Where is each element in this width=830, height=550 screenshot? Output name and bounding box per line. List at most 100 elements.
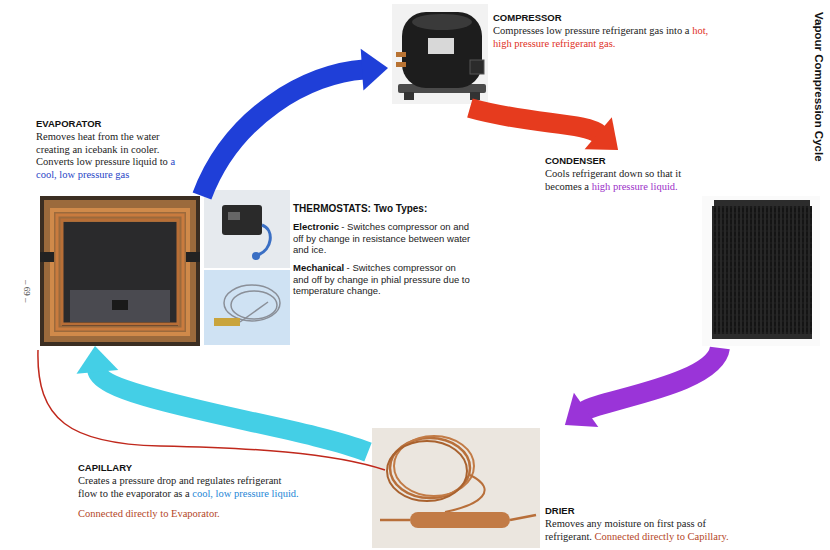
component-heading: DRIER bbox=[545, 505, 575, 516]
arrow-body bbox=[97, 370, 368, 452]
arrow-body bbox=[202, 70, 364, 197]
text-block: Mechanical- Switches compressor on and o… bbox=[293, 262, 473, 297]
arrow-head bbox=[565, 393, 598, 427]
condenser-tubes bbox=[712, 334, 812, 339]
thermostat-case bbox=[222, 205, 262, 235]
evaporator-photo bbox=[40, 196, 200, 346]
component-text: EVAPORATOR Removes heat from the water cr… bbox=[36, 118, 196, 181]
drier-tube bbox=[380, 519, 410, 522]
drier-tube bbox=[510, 515, 536, 520]
text-block: DRIER bbox=[545, 505, 775, 517]
photo-ground bbox=[372, 428, 540, 548]
bracket bbox=[40, 252, 54, 262]
body-highlight bbox=[412, 14, 472, 30]
type-name: Electronic bbox=[293, 221, 339, 232]
capillary-coil bbox=[231, 291, 277, 319]
component-heading: CONDENSER bbox=[545, 155, 606, 166]
page-number: – 69 – bbox=[22, 280, 32, 303]
relay-box bbox=[470, 60, 484, 74]
photo-ground bbox=[40, 196, 200, 346]
name-plate bbox=[428, 38, 454, 54]
photo-ground bbox=[204, 270, 290, 345]
flow-arrow bbox=[470, 108, 618, 150]
highlight-text: Connected directly to Capillary. bbox=[595, 531, 729, 542]
component-group: COMPRESSOR Compresses low pressure refrig… bbox=[388, 2, 808, 108]
pipe-stub bbox=[396, 52, 406, 57]
compressor-body bbox=[402, 12, 482, 88]
copper-coil bbox=[57, 215, 183, 329]
electronic-thermostat-photo bbox=[204, 190, 290, 268]
component-group: EVAPORATOR Removes heat from the water cr… bbox=[34, 118, 202, 346]
pipe-stub bbox=[396, 62, 406, 67]
component-text: DRIER Removes any moisture on first pass … bbox=[545, 505, 775, 543]
capillary-coil bbox=[387, 441, 467, 501]
text-block: Connected directly to Evaporator. bbox=[78, 508, 302, 520]
condenser-tubes bbox=[714, 200, 810, 206]
drier-photo bbox=[372, 428, 540, 548]
arrow-body bbox=[585, 348, 720, 411]
component-heading: COMPRESSOR bbox=[493, 12, 562, 23]
component-heading: THERMOSTATS: Two Types: bbox=[293, 203, 427, 214]
flow-arrow bbox=[202, 49, 388, 196]
text-block: Removes heat from the water creating an … bbox=[36, 131, 196, 181]
component-heading: CAPILLARY bbox=[78, 462, 132, 473]
mechanical-thermostat-photo bbox=[204, 270, 290, 345]
photo-ground bbox=[204, 190, 290, 268]
highlight-text: high pressure liquid. bbox=[592, 181, 678, 192]
component-text: CONDENSER Cools refrigerant down so that … bbox=[545, 155, 700, 193]
highlight-text: cool, low pressure liquid. bbox=[192, 488, 298, 499]
tank-frame bbox=[44, 200, 196, 342]
drier-cylinder bbox=[410, 512, 510, 528]
phial-wire bbox=[240, 302, 268, 322]
capillary-coil bbox=[224, 285, 280, 321]
copper-coil bbox=[52, 210, 188, 334]
foot bbox=[404, 92, 414, 100]
condenser-photo bbox=[702, 196, 820, 346]
condenser-block bbox=[712, 206, 812, 336]
text-block: Compresses low pressure refrigerant gas … bbox=[493, 25, 727, 50]
compressor-photo bbox=[392, 4, 488, 104]
photo-ground bbox=[392, 4, 488, 104]
arrow-head bbox=[361, 49, 388, 91]
arrow-body bbox=[470, 108, 600, 135]
diagram-title: Vapour Compression Cycle bbox=[813, 12, 825, 162]
text-block: Cools refrigerant down so that it become… bbox=[545, 168, 700, 193]
capillary-tube bbox=[445, 475, 485, 512]
component-group: DRIER Removes any moisture on first pass … bbox=[368, 425, 798, 548]
component-group: CONDENSER Cools refrigerant down so that … bbox=[543, 150, 822, 348]
component-text: COMPRESSOR Compresses low pressure refrig… bbox=[493, 12, 727, 50]
component-text: CAPILLARY Creates a pressure drop and reg… bbox=[78, 462, 302, 521]
tank-floor bbox=[70, 290, 170, 322]
photo-ground bbox=[702, 196, 820, 346]
flow-arrow bbox=[565, 348, 720, 427]
text-block: EVAPORATOR bbox=[36, 118, 196, 130]
arrow-head bbox=[585, 117, 619, 150]
tank-inside bbox=[62, 222, 178, 326]
probe-wire bbox=[258, 225, 270, 255]
text-block: THERMOSTATS: Two Types: bbox=[293, 203, 473, 215]
text-block: CONDENSER bbox=[545, 155, 700, 167]
component-text: THERMOSTATS: Two Types: Electronic- Switc… bbox=[293, 203, 473, 297]
component-description: Removes heat from the water creating an … bbox=[36, 131, 168, 167]
arrow-head bbox=[77, 346, 119, 374]
brass-body bbox=[214, 318, 240, 326]
highlight-text: Connected directly to Evaporator. bbox=[78, 508, 220, 519]
component-heading: EVAPORATOR bbox=[36, 118, 101, 129]
foot bbox=[470, 92, 480, 100]
text-block: Creates a pressure drop and regulates re… bbox=[78, 475, 302, 500]
text-block: Removes any moisture on first pass of re… bbox=[545, 518, 775, 543]
text-block: COMPRESSOR bbox=[493, 12, 727, 24]
bracket bbox=[112, 300, 128, 310]
component-description: Compresses low pressure refrigerant gas … bbox=[493, 25, 690, 36]
flow-arrow bbox=[77, 346, 369, 452]
probe bbox=[252, 252, 260, 260]
bracket bbox=[186, 252, 200, 262]
text-block: Electronic- Switches compressor on and o… bbox=[293, 221, 473, 256]
type-name: Mechanical bbox=[293, 262, 344, 273]
component-group: THERMOSTATS: Two Types: Electronic- Switc… bbox=[202, 188, 474, 346]
copper-coil bbox=[62, 220, 178, 324]
terminal bbox=[228, 212, 240, 220]
component-group: CAPILLARY Creates a pressure drop and reg… bbox=[78, 462, 302, 542]
text-block: CAPILLARY bbox=[78, 462, 302, 474]
